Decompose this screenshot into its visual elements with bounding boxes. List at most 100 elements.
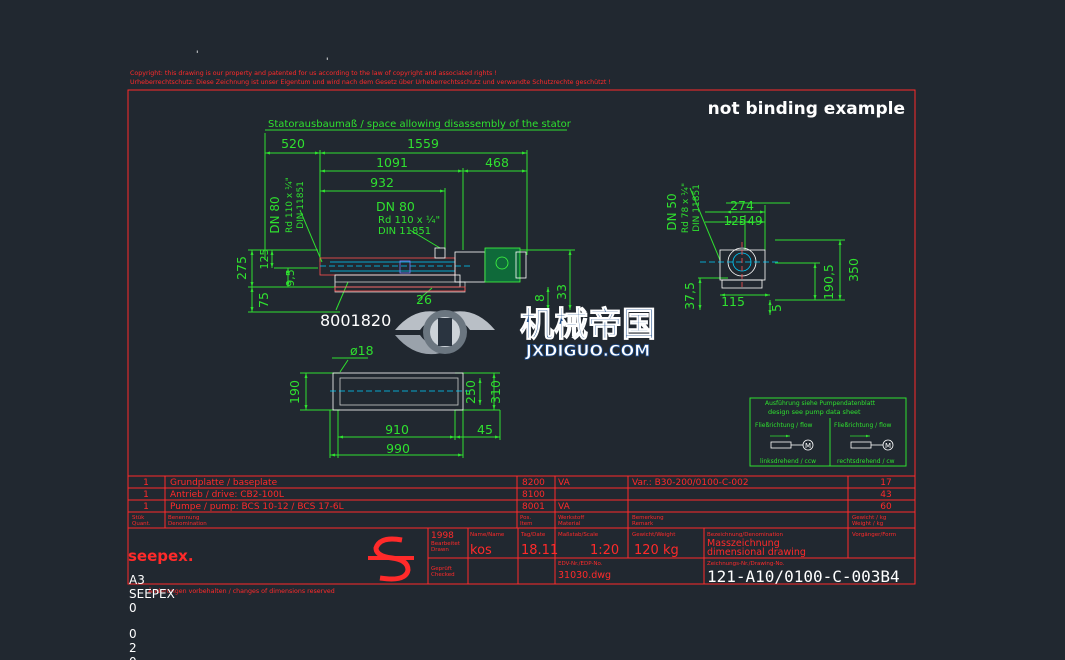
corner-mark: ' (326, 57, 328, 67)
svg-text:Fließrichtung / flow: Fließrichtung / flow (755, 422, 813, 429)
svg-text:520: 520 (281, 136, 305, 151)
svg-text:5: 5 (769, 304, 784, 312)
svg-text:Rd 110 x ¼": Rd 110 x ¼" (378, 214, 440, 226)
part-number: 8001820 (320, 311, 391, 330)
svg-text:120 kg: 120 kg (634, 543, 679, 558)
base-view-text: ø18 190 250 310 910 45 990 (287, 343, 503, 456)
svg-text:8100: 8100 (522, 490, 545, 500)
svg-text:linksdrehend / ccw: linksdrehend / ccw (760, 458, 816, 465)
svg-text:274: 274 (730, 198, 754, 213)
svg-text:Rd 78 x ¼": Rd 78 x ¼" (681, 183, 691, 233)
svg-text:8200: 8200 (522, 478, 545, 488)
svg-text:910: 910 (385, 422, 409, 437)
svg-text:1: 1 (143, 502, 149, 512)
svg-text:rechtsdrehend / cw: rechtsdrehend / cw (837, 458, 895, 465)
logo-cn: 机械帝国 (520, 305, 656, 345)
base-view (300, 357, 501, 458)
svg-text:2: 2 (129, 641, 137, 655)
svg-text:31030.dwg: 31030.dwg (558, 570, 611, 581)
svg-text:kos: kos (470, 543, 492, 558)
svg-text:33: 33 (554, 284, 569, 300)
svg-text:932: 932 (370, 175, 394, 190)
svg-text:dimensional drawing: dimensional drawing (707, 547, 806, 558)
svg-text:Zeichnungs-Nr./Drawing-No.: Zeichnungs-Nr./Drawing-No. (707, 561, 785, 567)
side-pump (700, 242, 780, 290)
svg-text:Bezeichnung/Denomination: Bezeichnung/Denomination (707, 532, 784, 538)
svg-text:60: 60 (880, 502, 892, 512)
brand-logo: seepex. (128, 547, 194, 565)
svg-text:49: 49 (747, 214, 762, 228)
svg-text:VA: VA (558, 478, 571, 488)
svg-text:Vorgänger/Form: Vorgänger/Form (852, 532, 896, 538)
svg-text:8: 8 (532, 294, 547, 302)
svg-text:Grundplatte / baseplate: Grundplatte / baseplate (170, 478, 278, 488)
svg-text:Maßstab/Scale: Maßstab/Scale (558, 532, 599, 538)
corner-mark: ' (196, 50, 198, 60)
footer-note: Änderungen vorbehalten / changes of dime… (148, 586, 335, 595)
flow-direction-box: Ausführung siehe Pumpendatenblatt design… (749, 397, 907, 467)
svg-text:Fließrichtung / flow: Fließrichtung / flow (834, 422, 892, 429)
jxdiguo-watermark: 机械帝国 JXDIGUO.COM (395, 305, 657, 360)
svg-text:Antrieb / drive: CB2-100L: Antrieb / drive: CB2-100L (170, 490, 284, 500)
svg-text:190: 190 (287, 380, 302, 404)
svg-text:VA: VA (558, 502, 571, 512)
svg-text:0: 0 (129, 655, 137, 660)
svg-text:Name/Name: Name/Name (470, 532, 505, 538)
parts-table-text: 1 Grundplatte / baseplate 8200 VA Var.: … (143, 478, 892, 512)
svg-text:43: 43 (880, 490, 891, 500)
svg-text:9,5: 9,5 (284, 269, 297, 287)
svg-text:1091: 1091 (376, 155, 408, 170)
svg-text:17: 17 (880, 478, 891, 488)
svg-text:Pumpe / pump: BCS 10-12 / BCS: Pumpe / pump: BCS 10-12 / BCS 17-6L (170, 502, 344, 512)
parts-table (128, 475, 915, 529)
side-view (689, 187, 845, 315)
svg-text:26: 26 (416, 292, 432, 307)
svg-text:990: 990 (386, 441, 410, 456)
svg-text:Rd 110 x ¼": Rd 110 x ¼" (285, 177, 295, 233)
drawing-number: 121-A10/0100-C-003B4 (707, 567, 900, 586)
motor-icon: M (885, 442, 891, 450)
svg-text:DIN 11851: DIN 11851 (296, 181, 306, 229)
side-text: A3 SEEPEX 0 0 2 0 (129, 573, 175, 660)
svg-text:Gewicht/Weight: Gewicht/Weight (632, 532, 676, 538)
logo-url: JXDIGUO.COM (525, 341, 650, 360)
svg-text:0: 0 (129, 601, 137, 615)
svg-text:ø18: ø18 (350, 343, 374, 358)
hdr-item: Pos.Item (520, 515, 533, 527)
svg-text:1: 1 (143, 490, 149, 500)
svg-text:115: 115 (721, 294, 745, 309)
svg-text:350: 350 (846, 258, 861, 282)
svg-text:75: 75 (256, 292, 271, 308)
front-view-text: 520 1559 1091 468 932 275 125 9,5 75 26 … (234, 136, 569, 330)
svg-text:Tag/Date: Tag/Date (520, 532, 546, 538)
svg-text:45: 45 (477, 422, 493, 437)
svg-text:0: 0 (129, 627, 137, 641)
svg-text:1559: 1559 (407, 136, 439, 151)
svg-text:190,5: 190,5 (821, 264, 836, 300)
svg-text:125: 125 (724, 214, 747, 228)
svg-text:310: 310 (488, 380, 503, 404)
svg-text:125: 125 (258, 249, 271, 270)
copyright-en: Copyright: this drawing is our property … (130, 70, 497, 77)
svg-text:250: 250 (463, 380, 478, 404)
title-block (427, 528, 915, 584)
svg-text:DIN 11851: DIN 11851 (378, 226, 431, 237)
svg-text:DIN 11851: DIN 11851 (692, 184, 702, 232)
svg-text:DN 80: DN 80 (268, 196, 282, 233)
watermark-top: not binding example (708, 99, 905, 119)
svg-text:37,5: 37,5 (682, 282, 697, 310)
baseplate (330, 372, 470, 411)
svg-text:Ausführung siehe Pumpendatenbl: Ausführung siehe Pumpendatenblatt (765, 400, 876, 407)
svg-text:468: 468 (485, 155, 509, 170)
svg-text:1:20: 1:20 (590, 543, 619, 558)
